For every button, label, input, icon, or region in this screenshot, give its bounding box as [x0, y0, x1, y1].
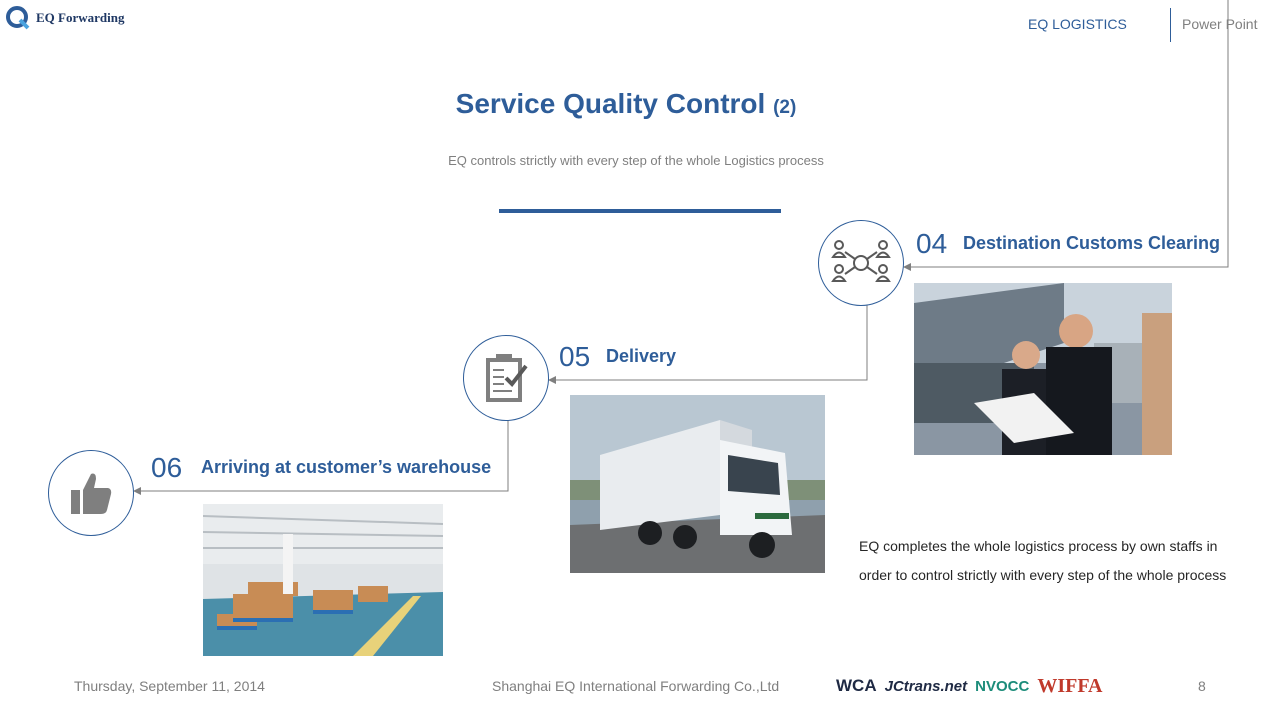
delivery-truck-photo — [570, 395, 825, 573]
arrowhead-05 — [548, 376, 556, 384]
page-number: 8 — [1198, 678, 1206, 694]
badge-wiffa: WIFFA — [1037, 674, 1103, 697]
checklist-icon — [486, 354, 528, 402]
step-06-label: Arriving at customer’s warehouse — [201, 457, 492, 477]
footer-company: Shanghai EQ International Forwarding Co.… — [492, 678, 780, 694]
badge-jctrans: JCtrans.net — [884, 677, 968, 695]
page-title: Service Quality Control (2) — [0, 88, 1252, 120]
company-logo: EQ Forwarding — [6, 6, 124, 30]
partner-badges: WCA JCtrans.net NVOCC WIFFA — [836, 666, 1176, 706]
connector-to-06 — [138, 420, 509, 492]
warehouse-photo — [203, 504, 443, 656]
footer-date: Thursday, September 11, 2014 — [74, 678, 265, 694]
header-label-powerpoint: Power Point — [1182, 16, 1258, 32]
description-text: EQ completes the whole logistics process… — [859, 538, 1227, 583]
step-04-label: Destination Customs Clearing — [963, 233, 1221, 253]
step-06-number: 06 — [151, 452, 183, 483]
step-05-circle — [463, 335, 549, 421]
logo-text: EQ Forwarding — [36, 10, 125, 25]
badge-nvocc: NVOCC — [975, 677, 1030, 695]
title-main: Service Quality Control — [455, 88, 766, 119]
header-label-logistics: EQ LOGISTICS — [1028, 16, 1127, 32]
arrowhead-06 — [133, 487, 141, 495]
step-05-number: 05 — [559, 341, 591, 372]
connector-to-05 — [553, 305, 868, 381]
step-06-circle — [48, 450, 134, 536]
page-subtitle: EQ controls strictly with every step of … — [448, 153, 824, 168]
title-underline — [499, 209, 781, 213]
badge-wca: WCA — [836, 676, 877, 695]
thumbs-up-icon — [71, 473, 112, 514]
step-04-circle — [818, 220, 904, 306]
customs-network-icon — [831, 240, 891, 282]
arrowhead-04 — [903, 263, 911, 271]
connector-to-04 — [908, 0, 1229, 268]
step-04-number: 04 — [916, 228, 948, 259]
title-suffix: (2) — [773, 97, 797, 118]
customs-officers-photo — [914, 283, 1172, 455]
step-05-label: Delivery — [606, 346, 677, 366]
eq-logo-icon — [6, 6, 30, 30]
header-divider — [1170, 8, 1171, 42]
